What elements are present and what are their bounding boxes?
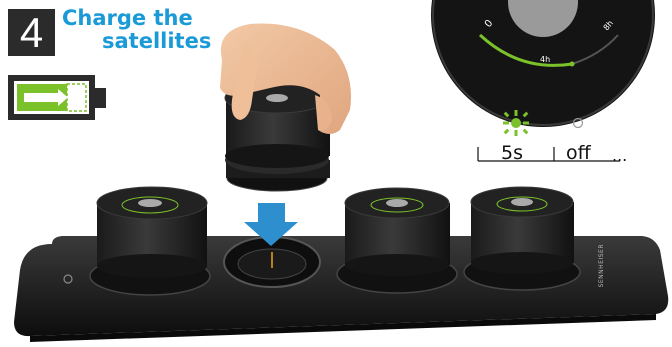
step-title-line2: satellites — [62, 30, 211, 53]
led-off-label: off — [566, 143, 591, 163]
step-title-line1: Charge the — [62, 7, 211, 30]
led-timeline — [478, 147, 620, 161]
satellite-3 — [337, 188, 457, 293]
satellite-1 — [90, 187, 210, 295]
timeline-continuation: ... — [612, 146, 627, 166]
step-title: Charge the satellites — [62, 7, 211, 53]
dial-mid-label: 4h — [540, 55, 550, 64]
led-on-icon — [503, 110, 529, 136]
brand-label: SENNHEISER — [598, 244, 608, 287]
satellite-4 — [464, 187, 580, 290]
step-number: 4 — [8, 9, 55, 56]
charging-dial: 0 4h 8h — [431, 0, 655, 127]
led-on-duration-label: 5s — [501, 143, 523, 163]
battery-charging-icon — [8, 75, 106, 120]
